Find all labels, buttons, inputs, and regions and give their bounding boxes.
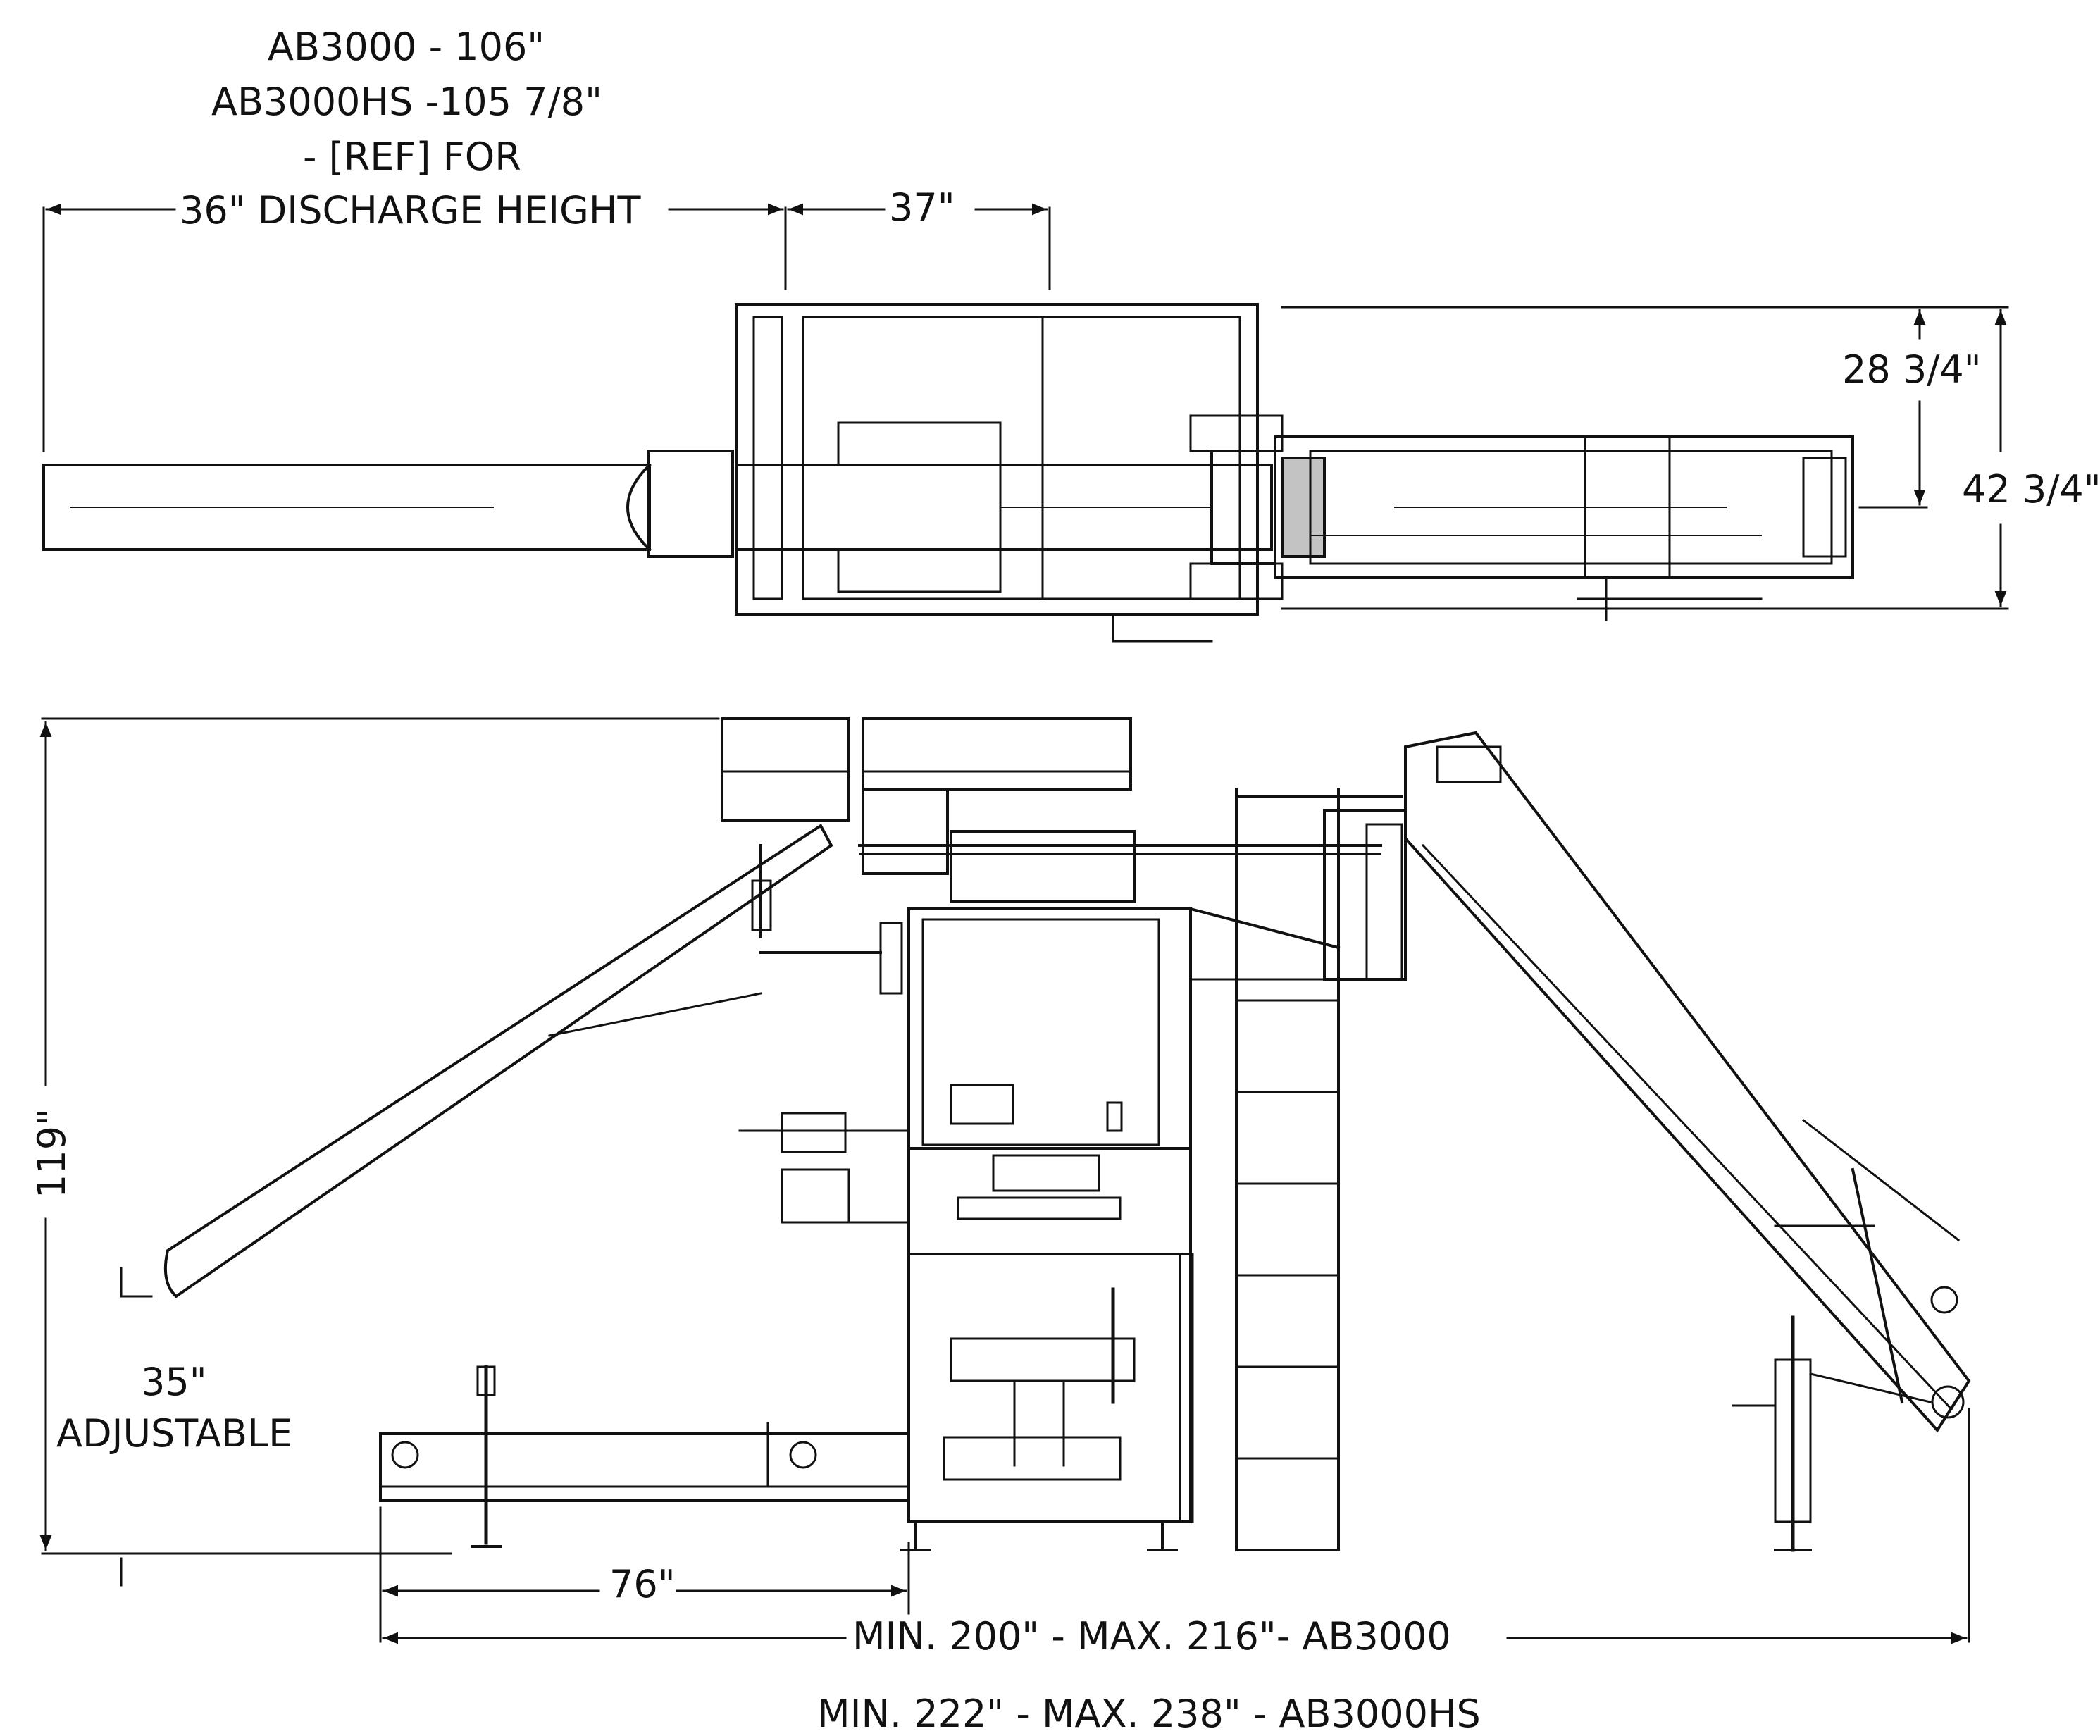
discharge-note-line2: AB3000HS -105 7/8" [211, 80, 602, 124]
plan-view-dimensions [42, 203, 2009, 610]
dimension-119: 119" [29, 1108, 74, 1198]
elevation-view [163, 717, 1971, 1552]
dimension-adjustable-label: ADJUSTABLE [56, 1411, 293, 1456]
overall-length-ab3000: MIN. 200" - MAX. 216"- AB3000 [852, 1614, 1451, 1658]
dimension-76: 76" [609, 1562, 676, 1606]
discharge-note-line4: 36" DISCHARGE HEIGHT [180, 188, 641, 232]
overall-length-ab3000hs: MIN. 222" - MAX. 238" - AB3000HS [817, 1692, 1481, 1736]
discharge-note-line3: - [REF] FOR [303, 135, 521, 179]
dimension-35: 35" [141, 1360, 207, 1404]
plan-view [42, 303, 1854, 643]
discharge-note-line1: AB3000 - 106" [268, 25, 545, 69]
dimension-42-3-4: 42 3/4" [1962, 467, 2100, 512]
dimension-28-3-4: 28 3/4" [1842, 347, 1982, 392]
elevation-dimensions [39, 717, 1970, 1644]
dimension-37: 37" [889, 185, 955, 230]
